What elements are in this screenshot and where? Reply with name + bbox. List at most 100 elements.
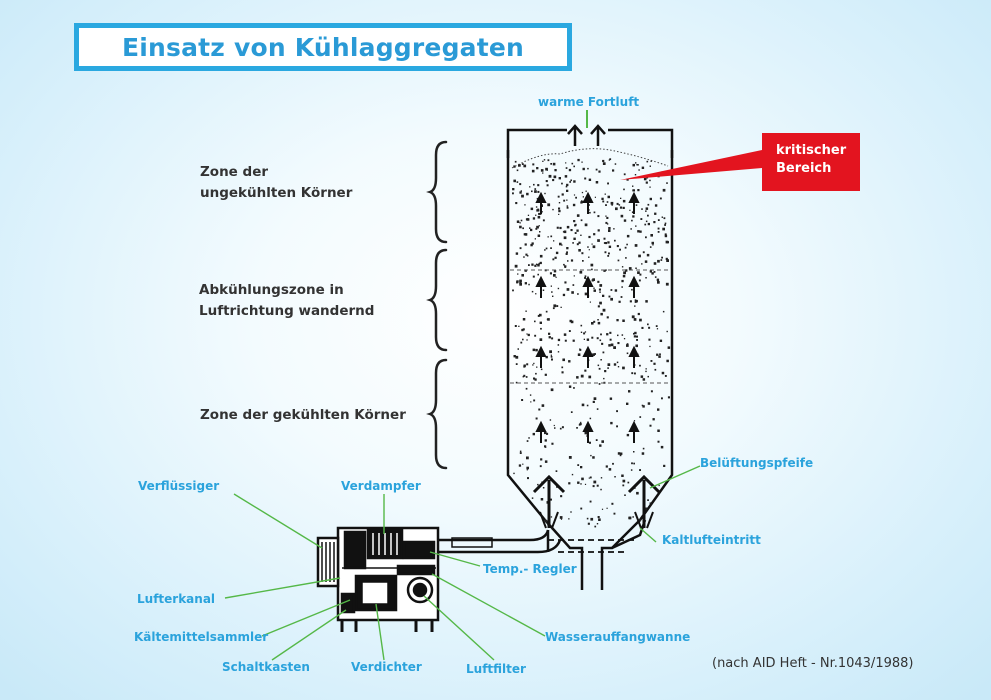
grain-particle <box>650 160 652 162</box>
grain-particle <box>633 420 636 422</box>
grain-particle <box>559 242 562 246</box>
grain-particle <box>654 212 657 215</box>
grain-particle <box>627 481 630 484</box>
grain-particle <box>601 508 604 510</box>
grain-particle <box>545 355 548 359</box>
grain-particle <box>552 162 556 166</box>
grain-particle <box>519 450 522 453</box>
grain-particle <box>524 269 527 272</box>
grain-particle <box>537 273 539 276</box>
grain-particle <box>519 191 522 194</box>
grain-particle <box>597 305 600 308</box>
grain-particle <box>584 277 586 279</box>
grain-particle <box>648 338 651 341</box>
grain-particle <box>598 518 601 521</box>
grain-particle <box>590 263 594 267</box>
grain-particle <box>589 476 592 479</box>
grain-particle <box>587 246 589 248</box>
grain-particle <box>526 333 528 335</box>
grain-particle <box>663 464 666 467</box>
grain-particle <box>568 385 572 388</box>
grain-particle <box>512 188 515 191</box>
grain-particle <box>536 225 539 229</box>
grain-particle <box>606 223 609 225</box>
zone-cooling-label: Abkühlungszone in Luftrichtung wandernd <box>199 280 429 322</box>
grain-particle <box>623 271 626 275</box>
grain-particle <box>647 402 651 405</box>
grain-particle <box>537 184 540 187</box>
leader-cold-air <box>639 527 657 543</box>
grain-particle <box>620 214 624 218</box>
grain-particle <box>592 456 595 459</box>
grain-particle <box>538 212 541 215</box>
grain-particle <box>652 418 655 421</box>
grain-particle <box>579 348 582 351</box>
grain-particle <box>653 262 657 265</box>
grain-particle <box>633 332 635 335</box>
grain-particle <box>553 274 556 277</box>
grain-particle <box>618 300 621 303</box>
grain-particle <box>632 215 635 218</box>
grain-particle <box>632 185 634 187</box>
grain-particle <box>620 296 623 298</box>
grain-particle <box>589 500 592 503</box>
grain-particle <box>636 164 638 166</box>
grain-particle <box>653 221 656 224</box>
grain-particle <box>608 252 610 255</box>
grain-particle <box>588 235 591 239</box>
grain-particle <box>559 516 563 519</box>
grain-particle <box>639 318 642 322</box>
grain-particle <box>573 220 576 223</box>
condenser-grill <box>316 536 340 588</box>
grain-particle <box>613 512 616 515</box>
grain-particle <box>515 381 518 384</box>
grain-particle <box>603 377 605 380</box>
grain-particle <box>560 306 562 308</box>
grain-particles <box>512 158 671 530</box>
grain-particle <box>525 376 528 378</box>
grain-particle <box>584 177 587 180</box>
grain-particle <box>638 169 640 171</box>
grain-particle <box>576 243 579 246</box>
grain-particle <box>592 278 595 281</box>
grain-particle <box>592 353 595 356</box>
grain-particle <box>545 310 548 313</box>
grain-particle <box>533 183 535 186</box>
grain-particle <box>544 373 547 376</box>
grain-particle <box>667 346 671 349</box>
grain-particle <box>631 372 634 375</box>
grain-particle <box>581 200 584 203</box>
grain-particle <box>547 236 549 238</box>
grain-particle <box>634 318 636 320</box>
grain-particle <box>526 456 529 460</box>
grain-particle <box>578 249 581 252</box>
grain-particle <box>589 211 591 214</box>
grain-particle <box>578 241 581 244</box>
grain-particle <box>616 245 619 248</box>
grain-particle <box>552 208 554 211</box>
grain-particle <box>600 488 602 491</box>
grain-particle <box>525 387 528 390</box>
grain-particle <box>589 301 591 303</box>
grain-particle <box>518 325 520 327</box>
grain-particle <box>550 235 553 238</box>
label-refrigerant-collector: Kältemittelsammler <box>134 630 269 644</box>
grain-particle <box>644 223 647 226</box>
grain-particle <box>526 255 529 257</box>
grain-particle <box>664 234 668 238</box>
grain-particle <box>587 167 589 170</box>
grain-particle <box>530 207 534 211</box>
grain-particle <box>550 285 552 287</box>
grain-particle <box>513 165 516 168</box>
grain-particle <box>592 485 595 488</box>
grain-particle <box>524 282 527 285</box>
grain-particle <box>571 291 574 294</box>
grain-particle <box>607 241 610 244</box>
grain-surface <box>511 148 669 169</box>
grain-particle <box>548 332 551 335</box>
grain-particle <box>561 426 564 429</box>
grain-particle <box>595 439 598 441</box>
grain-particle <box>584 275 587 278</box>
grain-particle <box>575 196 577 199</box>
airflow-arrow-head <box>628 275 640 287</box>
